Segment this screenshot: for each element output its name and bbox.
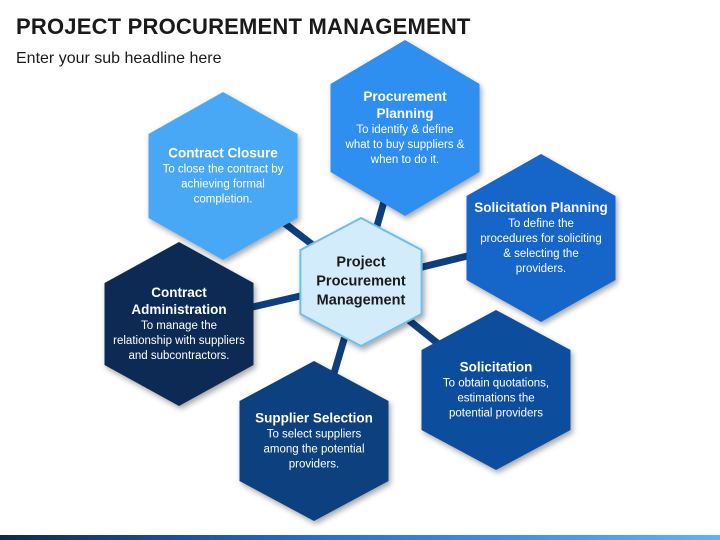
solicitation-planning-description-line: providers. [515,263,567,275]
hexagon-contract-closure [148,92,298,260]
footer-bar [0,535,720,540]
page-subtitle: Enter your sub headline here [16,50,222,67]
contract-administration-title-line: Contract [151,285,207,300]
hexagon-solicitation [421,310,571,470]
label-solicitation-planning: Solicitation Planning To define the proced… [456,199,626,277]
procurement-planning-description-line: what to buy suppliers & [345,139,465,151]
solicitation-title-line: Solicitation [459,359,533,375]
procurement-planning-title-line: Planning [376,106,434,121]
supplier-selection-title-line: Supplier Selection [255,410,373,426]
contract-closure-title-line: Contract Closure [168,145,278,161]
hexagon-procurement-planning [330,40,480,216]
solicitation-description-line: potential providers [449,407,543,420]
center-label-line-1: Project [336,254,386,271]
hexagons [104,40,616,521]
contract-administration-title-line: Administration [131,302,227,317]
solicitation-planning-description-line: To define the [508,218,574,230]
supplier-selection-description-line: among the potential [263,443,365,456]
supplier-selection-description-line: To select suppliers [266,428,362,441]
center-hexagon [299,216,423,348]
hexagon-solicitation-planning [466,154,616,322]
procurement-planning-description-line: To identify & define [356,124,454,136]
label-supplier-selection: Supplier Selection To select suppliers amo… [234,410,394,473]
contract-closure-description-line: To close the contract by [162,163,284,176]
contract-administration-description-line: and subcontractors. [128,350,230,362]
supplier-selection-description-line: providers. [288,458,340,471]
solicitation-description-line: To obtain quotations, [442,377,550,390]
center-label: Project Procurement Management [301,254,421,311]
hexagon-contract-administration [104,242,254,406]
label-contract-closure: Contract Closure To close the contract by… [143,145,303,208]
hexagon-supplier-selection [239,361,389,521]
solicitation-planning-description-line: procedures for soliciting [480,233,602,245]
center-label-line-3: Management [316,292,406,309]
solicitation-planning-title-line: Solicitation Planning [474,200,608,215]
center-label-line-2: Procurement [316,273,406,290]
contract-administration-description-line: To manage the [140,320,218,332]
contract-administration-description-line: relationship with suppliers [113,335,245,347]
contract-closure-description-line: achieving formal [181,178,265,191]
label-solicitation: Solicitation To obtain quotations, estimat… [416,359,576,422]
solicitation-planning-description-line: & selecting the [503,248,579,260]
contract-closure-description-line: completion. [193,193,253,206]
procurement-planning-description-line: when to do it. [370,154,440,166]
procurement-planning-title-line: Procurement [363,89,447,104]
center-hexagon-layer [299,216,423,348]
page-title: PROJECT PROCUREMENT MANAGEMENT [16,14,471,39]
solicitation-description-line: estimations the [457,392,535,405]
